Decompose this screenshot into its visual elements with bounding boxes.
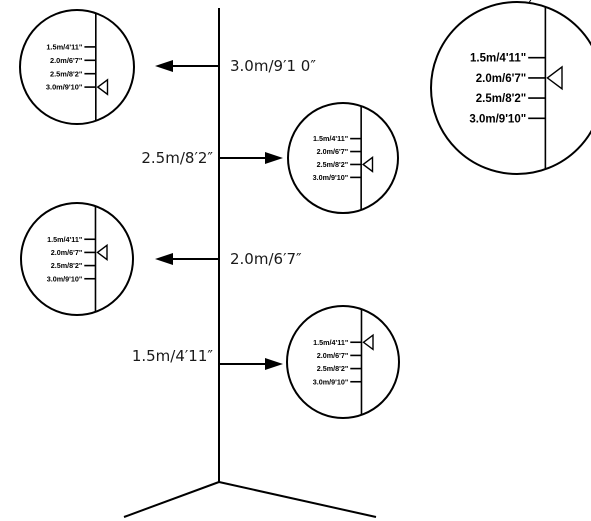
- arrow-2-5-head: [265, 152, 283, 164]
- dial-pointer-triangle: [361, 156, 374, 173]
- dial-mark-label: 2.0m/6'7": [50, 56, 83, 65]
- dial-3-0: 1.5m/4'11" 2.0m/6'7" 2.5m/8'2" 3.0m/9'10": [19, 9, 135, 125]
- label-1-5m: 1.5m/4′11″: [132, 347, 214, 365]
- label-2-0m: 2.0m/6′7″: [230, 250, 302, 268]
- dial-pointer-triangle: [362, 333, 374, 351]
- dial-2-0: 1.5m/4'11" 2.0m/6'7" 2.5m/8'2" 3.0m/9'10": [20, 202, 134, 316]
- dial-mark-label: 2.5m/8'2": [317, 364, 349, 373]
- dial-mark-label: 1.5m/4'11": [313, 134, 348, 143]
- dial-circle: [20, 202, 134, 316]
- label-2-5m: 2.5m/8′2″: [141, 149, 213, 167]
- arrow-3-0-head: [155, 60, 173, 72]
- dial-mark-label: 2.5m/8'2": [50, 69, 83, 78]
- dial-mark-label: 3.0m/9'10": [313, 377, 349, 386]
- dial-circle: [430, 1, 591, 175]
- dial-mark-label: 1.5m/4'11": [46, 42, 83, 51]
- dial-2-5: 1.5m/4'11" 2.0m/6'7" 2.5m/8'2" 3.0m/9'10": [287, 102, 399, 214]
- right-foot-line: [218, 481, 377, 518]
- dial-mark-label: 1.5m/4'11": [313, 338, 348, 347]
- dial-mark-label: 2.5m/8'2": [51, 261, 83, 270]
- arrow-2-0-head: [155, 253, 173, 265]
- dial-mark-label: 3.0m/9'10": [469, 113, 526, 125]
- dial-mark-label: 3.0m/9'10": [46, 83, 83, 92]
- arrow-1-5-head: [265, 358, 283, 370]
- dial-mark-label: 2.5m/8'2": [476, 93, 526, 105]
- dial-mark-label: 2.0m/6'7": [51, 248, 83, 257]
- left-foot-line: [123, 481, 220, 518]
- dial-mark-label: 2.5m/8'2": [317, 160, 349, 169]
- dial-1-5: 1.5m/4'11" 2.0m/6'7" 2.5m/8'2" 3.0m/9'10": [286, 305, 400, 419]
- dial-pointer-triangle: [96, 78, 109, 96]
- dial-circle: [19, 9, 135, 125]
- label-3-0m: 3.0m/9′1 0″: [230, 57, 316, 75]
- dial-mark-label: 2.0m/6'7": [317, 147, 349, 156]
- dial-circle: [287, 102, 399, 214]
- dial-pointer-triangle: [96, 243, 108, 261]
- dial-large: 1.5m/4'11" 2.0m/6'7" 2.5m/8'2" 3.0m/9'10": [430, 1, 591, 175]
- dial-mark-label: 1.5m/4'11": [470, 53, 526, 65]
- dial-mark-label: 3.0m/9'10": [47, 274, 83, 283]
- dial-mark-label: 2.0m/6'7": [317, 351, 349, 360]
- dial-circle: [286, 305, 400, 419]
- dial-pointer-triangle: [546, 65, 563, 91]
- dial-mark-label: 3.0m/9'10": [313, 173, 349, 182]
- dial-mark-label: 1.5m/4'11": [47, 235, 82, 244]
- dial-mark-label: 2.0m/6'7": [476, 73, 526, 85]
